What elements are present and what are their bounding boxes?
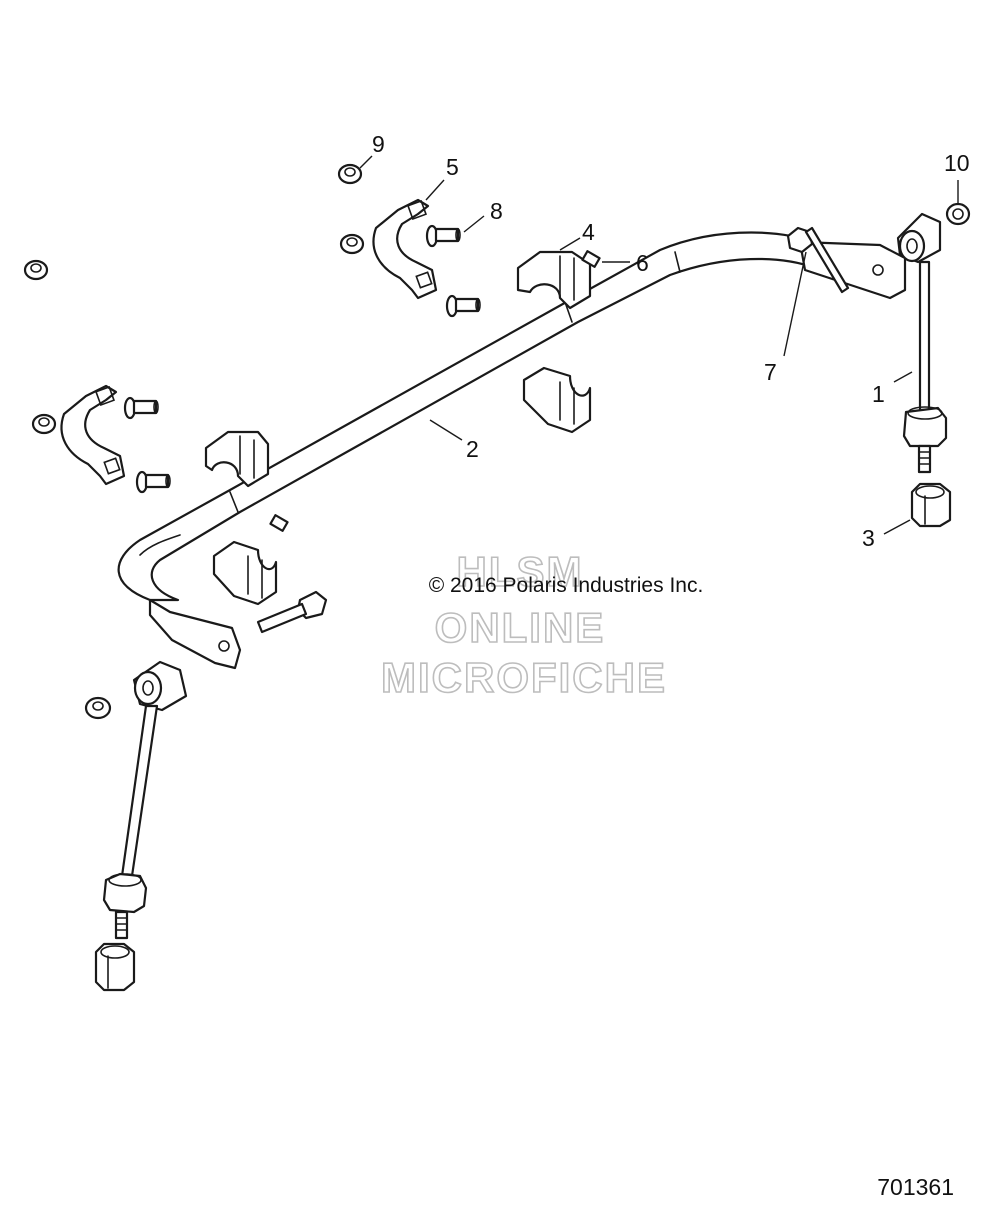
callout-8: 8 xyxy=(490,198,503,224)
copyright-notice: © 2016 Polaris Industries Inc. xyxy=(429,574,704,597)
lock-nut-part-3 xyxy=(910,482,952,528)
bushing-left-upper xyxy=(204,430,270,488)
screw-left-upper xyxy=(123,396,159,420)
callout-4: 4 xyxy=(582,219,595,245)
watermark: HLSM ONLINE MICROFICHE xyxy=(380,547,667,702)
bushing-part-4 xyxy=(516,250,592,310)
bolt-part-7 xyxy=(786,226,850,294)
callout-labels: 1 2 3 4 5 6 7 8 9 10 xyxy=(372,131,970,551)
watermark-line-3: MICROFICHE xyxy=(381,654,667,701)
stabilizer-link-right-part-1 xyxy=(896,212,948,474)
callout-2: 2 xyxy=(466,436,479,462)
callout-10: 10 xyxy=(944,150,970,176)
callout-7: 7 xyxy=(764,359,777,385)
bushing-lower-center xyxy=(522,366,592,434)
flange-nut-part-10 xyxy=(945,202,971,226)
lock-nut-left xyxy=(94,942,136,992)
flange-nut-left-mid xyxy=(31,413,57,435)
callout-1: 1 xyxy=(872,381,885,407)
screw-part-8 xyxy=(425,224,461,248)
leader-lines xyxy=(359,155,959,535)
screw-clamp-lower xyxy=(445,294,481,318)
watermark-line-1: HLSM xyxy=(457,548,584,595)
stabilizer-bar-part-2 xyxy=(117,231,907,670)
screw-left-lower xyxy=(135,470,171,494)
set-screw-left xyxy=(269,514,289,532)
callout-9: 9 xyxy=(372,131,385,157)
bushing-left-lower xyxy=(212,540,278,606)
bolt-left xyxy=(256,590,328,634)
set-screw-part-6 xyxy=(581,250,601,268)
watermark-line-2: ONLINE xyxy=(435,604,606,651)
flange-nut-left-link xyxy=(84,696,112,720)
flange-nut-part-9 xyxy=(337,163,363,185)
flange-nut-clamp xyxy=(339,233,365,255)
drawing-number: 701361 xyxy=(877,1174,954,1200)
clamp-bracket-left xyxy=(60,384,126,486)
callout-5: 5 xyxy=(446,154,459,180)
stabilizer-link-left xyxy=(102,660,188,940)
callout-6: 6 xyxy=(636,250,649,276)
flange-nut-left-top xyxy=(23,259,49,281)
callout-3: 3 xyxy=(862,525,875,551)
clamp-bracket-part-5 xyxy=(372,198,438,300)
